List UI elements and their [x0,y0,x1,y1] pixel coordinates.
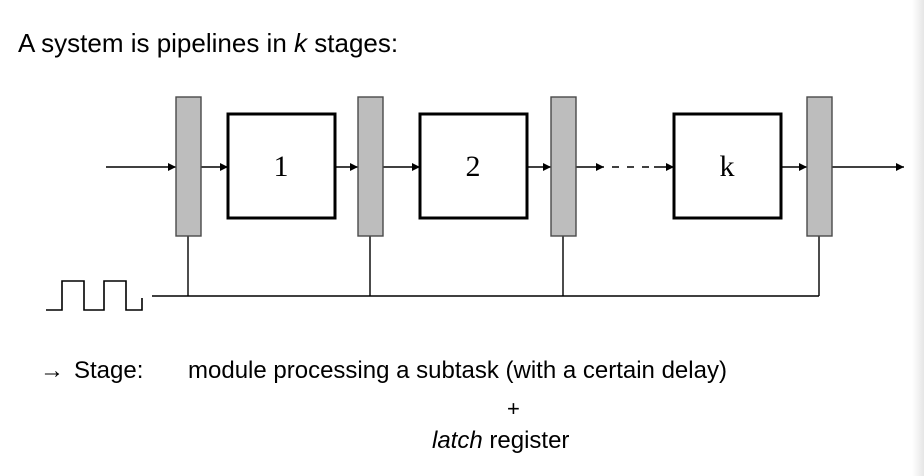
page-title: A system is pipelines in k stages: [18,28,399,58]
stage-box-k [672,112,783,220]
latch-register-3 [550,96,577,237]
definition-term: Stage: [74,357,144,384]
variable-k: k [294,28,308,58]
latch-register-1 [175,96,202,237]
clock-waveform [46,280,143,311]
stage-box-1 [226,112,337,220]
stage-label-k: k [720,150,735,183]
right-edge-shade [912,0,924,476]
definition-plus: + [507,396,520,421]
definition-text: module processing a subtask (with a cert… [188,357,727,384]
definition-arrow-icon: → [40,357,64,384]
latch-register-4 [806,96,833,237]
stage-box-2 [418,112,529,220]
latch-register-2 [357,96,384,237]
latch-word: latch [432,427,483,454]
latch-rest: register [489,427,570,454]
definition-latch-register: latch register [432,427,569,455]
stage-label-1: 1 [274,150,289,183]
stage-label-2: 2 [466,150,481,183]
